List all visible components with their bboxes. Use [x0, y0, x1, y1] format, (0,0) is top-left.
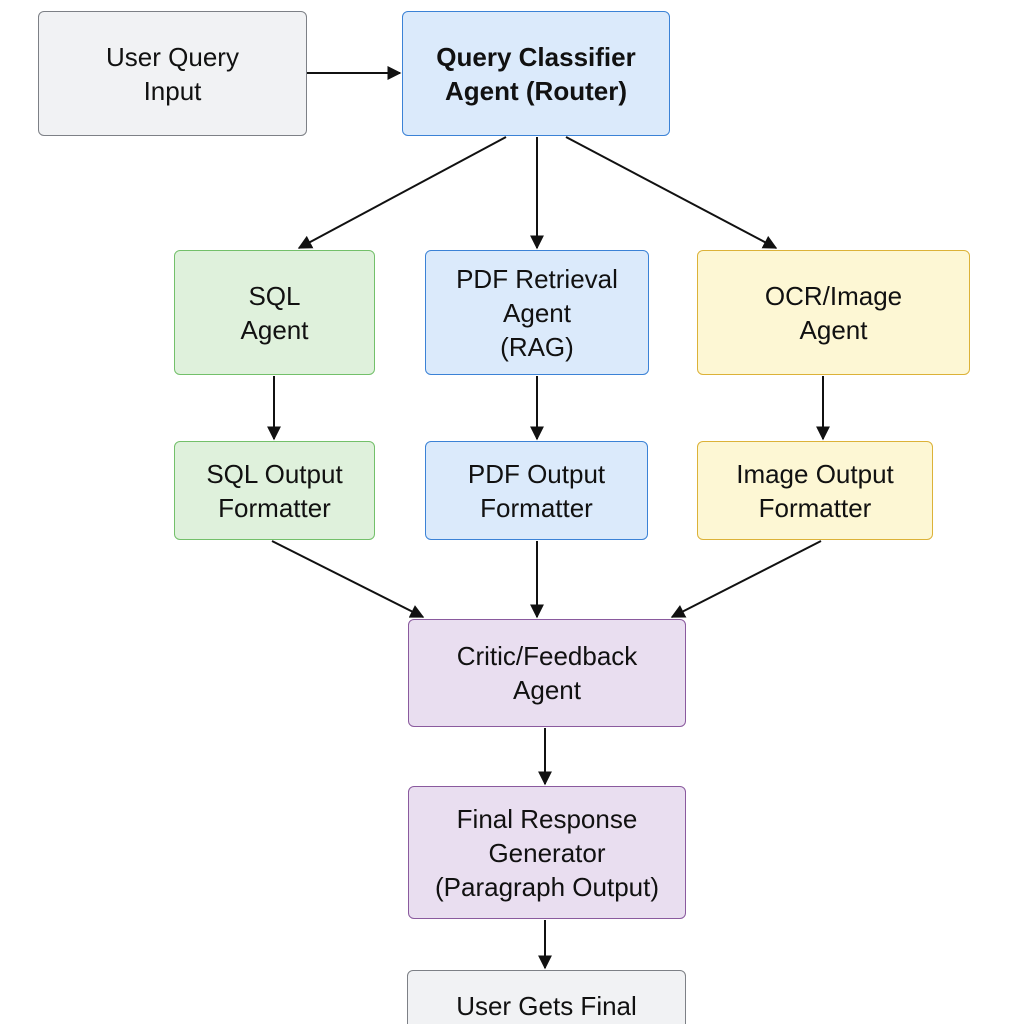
node-label-line: Agent — [240, 314, 309, 345]
image-output-formatter-node: Image Output Formatter — [697, 441, 933, 540]
edge-classifier-to-ocr-agent — [565, 136, 778, 249]
node-label-line: Formatter — [218, 492, 331, 523]
final-response-generator-node: Final Response Generator (Paragraph Outp… — [408, 786, 686, 919]
node-label-line: Agent (Router) — [445, 75, 627, 106]
node-label-line: Critic/Feedback — [456, 641, 638, 671]
edge-classifier-to-sql-agent — [297, 136, 507, 249]
node-label-line: Agent — [503, 297, 571, 328]
sql-output-formatter-node: SQL Output Formatter — [174, 441, 375, 540]
node-label-line: Final Response — [456, 803, 638, 834]
user-query-input-node: User Query Input — [38, 11, 307, 136]
pdf-output-formatter-node: PDF Output Formatter — [425, 441, 648, 540]
node-label-line: SQL — [248, 280, 301, 311]
edge-image-formatter-to-critic — [670, 540, 822, 618]
node-label-line: User Query — [106, 41, 239, 72]
pdf-retrieval-agent-node: PDF Retrieval Agent (RAG) — [425, 250, 649, 375]
node-label-line: SQL Output — [206, 458, 343, 489]
sql-agent-node: SQL Agent — [174, 250, 375, 375]
node-label-line: Agent — [513, 675, 581, 705]
node-label-line: Query Classifier — [436, 41, 636, 72]
critic-feedback-agent-node: Critic/Feedback Agent — [408, 619, 686, 727]
node-label-line: Agent — [799, 314, 868, 345]
node-label-line: (Paragraph Output) — [434, 871, 659, 902]
node-label-line: OCR/Image — [764, 280, 903, 311]
edge-sql-formatter-to-critic — [271, 540, 425, 618]
node-label-line: Formatter — [758, 492, 872, 523]
node-label-line: PDF Retrieval — [456, 263, 618, 294]
ocr-image-agent-node: OCR/Image Agent — [697, 250, 970, 375]
node-label-line: Formatter — [480, 492, 593, 523]
node-label-line: Input — [143, 75, 202, 106]
node-label-line: (RAG) — [500, 331, 574, 362]
node-label-line: User Gets Final — [456, 991, 637, 1021]
node-label-line: Generator — [488, 837, 606, 868]
query-classifier-node: Query Classifier Agent (Router) — [402, 11, 670, 136]
user-gets-final-node: User Gets Final — [407, 970, 686, 1024]
node-label-line: PDF Output — [467, 458, 606, 489]
node-label-line: Image Output — [736, 458, 894, 489]
